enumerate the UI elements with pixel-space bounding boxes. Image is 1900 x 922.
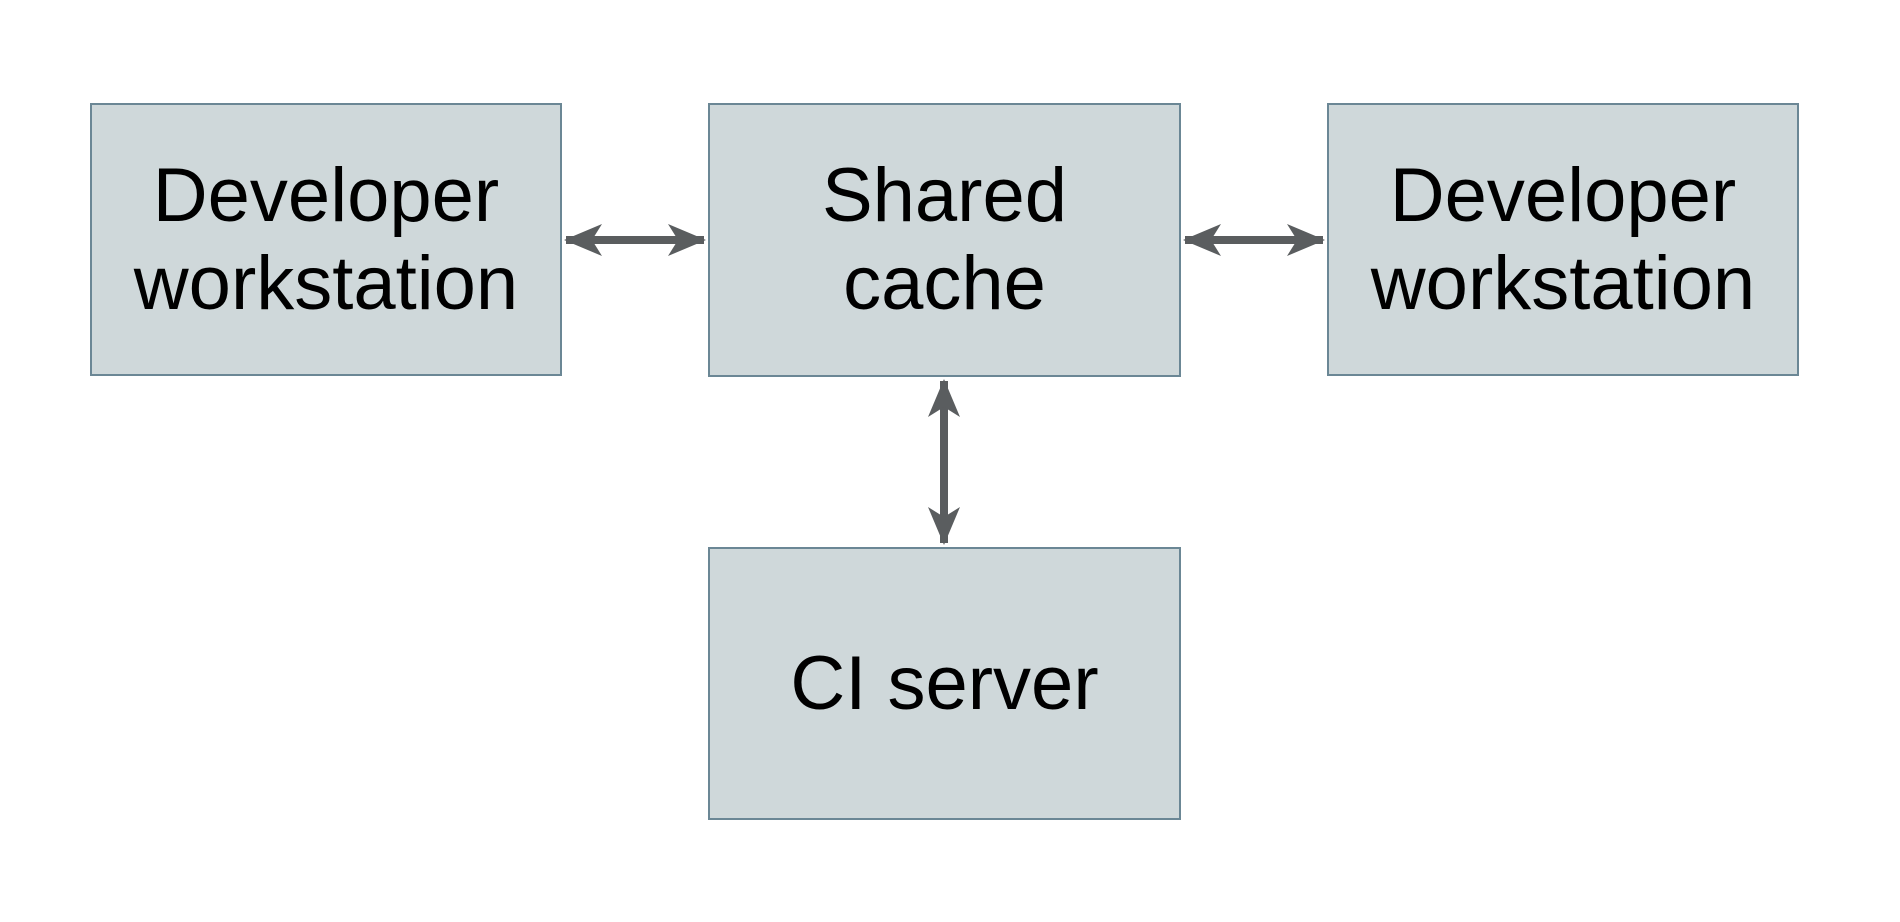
node-ci-server: CI server <box>708 547 1181 820</box>
node-label-line: cache <box>843 241 1046 326</box>
node-label-line: Developer <box>1389 152 1737 238</box>
node-label-line: Shared <box>821 153 1068 238</box>
node-developer-workstation-left: Developer workstation <box>90 103 562 376</box>
node-label-line: Developer <box>152 152 500 238</box>
node-shared-cache: Shared cache <box>708 103 1181 377</box>
node-developer-workstation-right: Developer workstation <box>1327 103 1799 376</box>
node-label-line: workstation <box>133 240 519 326</box>
node-label-line: workstation <box>1370 240 1756 326</box>
node-label-line: CI server <box>790 640 1099 726</box>
